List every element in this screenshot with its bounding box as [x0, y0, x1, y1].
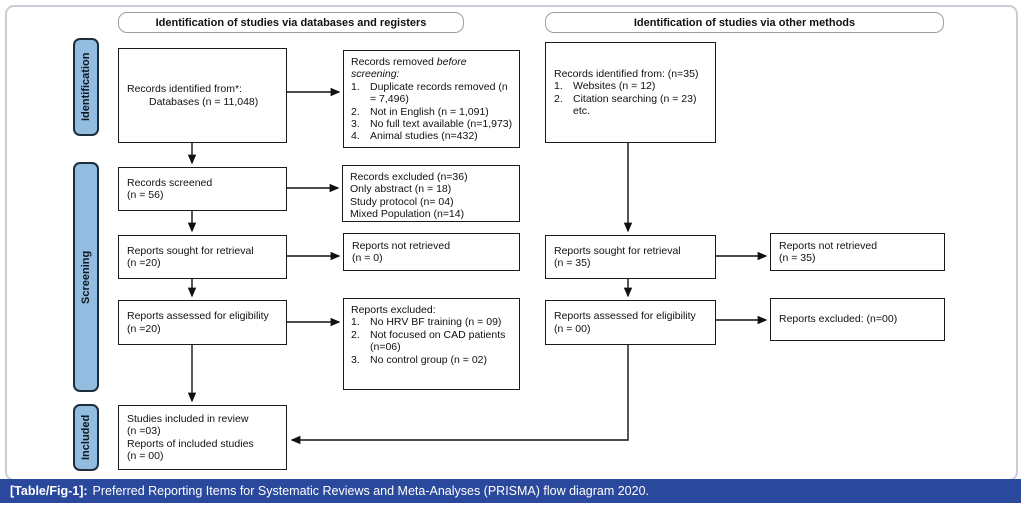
- box-reports-not-retrieved-right: Reports not retrieved (n = 35): [770, 233, 945, 271]
- records-removed-title: Records removed before screening:: [351, 56, 513, 81]
- studies-included-line: (n =03): [127, 425, 161, 438]
- records-identified-other-etc: etc.: [573, 104, 590, 117]
- box-studies-included: Studies included in review (n =03) Repor…: [118, 405, 287, 470]
- records-identified-line2: Databases (n = 11,048): [149, 95, 259, 108]
- box-reports-not-retrieved-left: Reports not retrieved (n = 0): [343, 233, 520, 271]
- stage-screening-label: Screening: [80, 250, 92, 304]
- box-reports-sought-left: Reports sought for retrieval (n =20): [118, 235, 287, 279]
- box-records-identified-databases: Records identified from*: Databases (n =…: [118, 48, 287, 143]
- header-other-methods: Identification of studies via other meth…: [545, 12, 944, 33]
- reports-excluded-list: No HRV BF training (n = 09) Not focused …: [351, 316, 513, 366]
- figure-caption: [Table/Fig-1]: Preferred Reporting Items…: [0, 479, 1021, 503]
- header-databases-label: Identification of studies via databases …: [155, 16, 427, 29]
- figure-caption-text: Preferred Reporting Items for Systematic…: [92, 484, 650, 498]
- list-item: Not in English (n = 1,091): [370, 105, 489, 118]
- list-item: No control group (n = 02): [370, 353, 488, 366]
- box-reports-excluded-right: Reports excluded: (n=00): [770, 298, 945, 341]
- records-excluded-line: Only abstract (n = 18): [350, 183, 452, 196]
- list-item: No full text available (n=1,973): [370, 117, 513, 130]
- reports-assessed-line1: Reports assessed for eligibility: [127, 310, 269, 323]
- box-reports-assessed-left: Reports assessed for eligibility (n =20): [118, 300, 287, 345]
- box-records-screened: Records screened (n = 56): [118, 167, 287, 211]
- box-reports-assessed-right: Reports assessed for eligibility (n = 00…: [545, 300, 716, 345]
- box-records-identified-other: Records identified from: (n=35) Websites…: [545, 42, 716, 143]
- list-item: Citation searching (n = 23): [573, 92, 697, 105]
- box-records-excluded: Records excluded (n=36) Only abstract (n…: [342, 165, 520, 222]
- records-screened-line2: (n = 56): [127, 189, 164, 201]
- reports-not-retrieved-line1: Reports not retrieved: [352, 239, 451, 252]
- reports-excluded-right-text: Reports excluded: (n=00): [779, 313, 898, 326]
- records-excluded-line: Mixed Population (n=14): [350, 208, 465, 221]
- reports-sought-line2: (n =20): [127, 257, 161, 269]
- box-reports-sought-right: Reports sought for retrieval (n = 35): [545, 235, 716, 279]
- reports-not-retrieved-right-line1: Reports not retrieved: [779, 239, 878, 252]
- stage-included-label: Included: [80, 414, 92, 461]
- reports-not-retrieved-line2: (n = 0): [352, 252, 383, 264]
- records-removed-title-italic: before screening:: [351, 56, 467, 81]
- list-item: No HRV BF training (n = 09): [370, 316, 502, 329]
- figure-caption-label: [Table/Fig-1]:: [10, 484, 88, 498]
- records-excluded-line: Study protocol (n= 04): [350, 195, 454, 208]
- studies-included-line: Studies included in review: [127, 412, 249, 425]
- studies-included-line: (n = 00): [127, 449, 164, 462]
- header-databases-registers: Identification of studies via databases …: [118, 12, 464, 33]
- stage-identification: Identification: [73, 38, 99, 136]
- records-excluded-line: Records excluded (n=36): [350, 171, 468, 183]
- header-other-label: Identification of studies via other meth…: [633, 16, 856, 29]
- reports-assessed-right-line2: (n = 00): [554, 322, 591, 335]
- records-identified-other-title: Records identified from: (n=35): [554, 67, 699, 80]
- records-removed-list: Duplicate records removed (n = 7,496) No…: [351, 81, 513, 143]
- records-screened-line1: Records screened: [127, 176, 213, 189]
- records-identified-line1: Records identified from*:: [127, 83, 242, 96]
- reports-excluded-title: Reports excluded:: [351, 304, 436, 316]
- reports-not-retrieved-right-line2: (n = 35): [779, 252, 816, 264]
- reports-sought-right-line1: Reports sought for retrieval: [554, 244, 681, 257]
- list-item: Animal studies (n=432): [370, 130, 478, 143]
- stage-identification-label: Identification: [80, 52, 92, 122]
- studies-included-line: Reports of included studies: [127, 437, 254, 450]
- list-item: Not focused on CAD patients (n=06): [370, 328, 506, 354]
- list-item: Websites (n = 12): [573, 80, 656, 93]
- reports-assessed-line2: (n =20): [127, 322, 161, 335]
- records-removed-title-plain: Records removed: [351, 56, 437, 68]
- list-item: Duplicate records removed (n = 7,496): [370, 80, 508, 106]
- stage-screening: Screening: [73, 162, 99, 392]
- reports-sought-right-line2: (n = 35): [554, 257, 591, 269]
- box-records-removed: Records removed before screening: Duplic…: [343, 50, 520, 148]
- box-reports-excluded-left: Reports excluded: No HRV BF training (n …: [343, 298, 520, 390]
- reports-sought-line1: Reports sought for retrieval: [127, 244, 254, 257]
- stage-included: Included: [73, 404, 99, 471]
- reports-assessed-right-line1: Reports assessed for eligibility: [554, 310, 696, 323]
- records-identified-other-list: Websites (n = 12) Citation searching (n …: [554, 80, 709, 105]
